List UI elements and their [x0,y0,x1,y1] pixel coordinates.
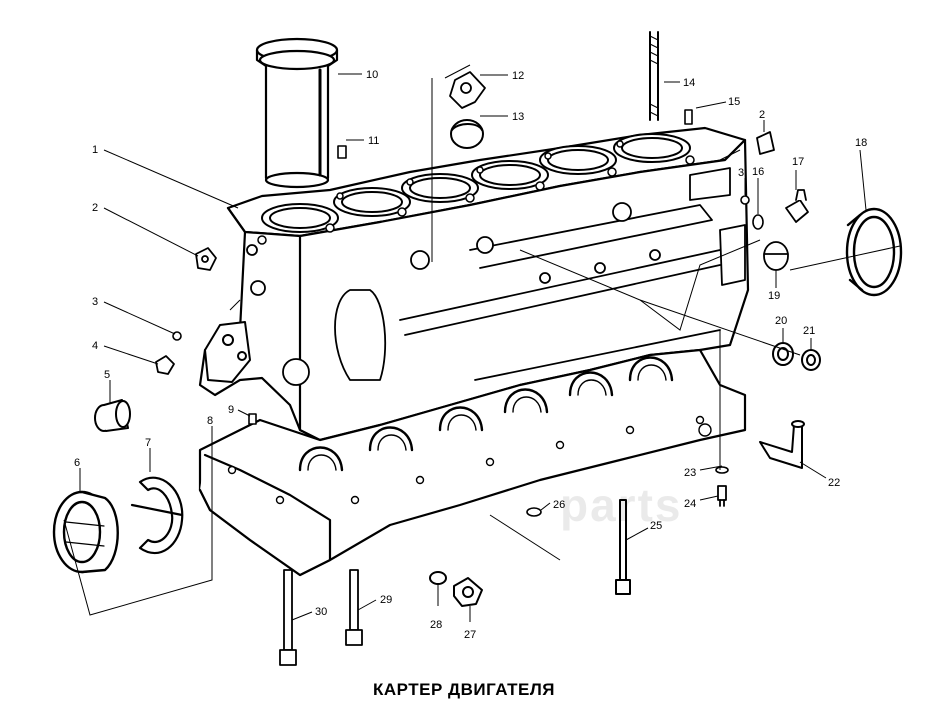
cylinder-liner-part [255,37,339,189]
callout-label: 28 [430,619,442,631]
callout-label: 19 [768,290,780,302]
expansion-plug-part [450,119,484,149]
callout-label: 15 [728,96,740,108]
bearing-shell-part [52,490,119,574]
base-bolt-holes [227,415,712,505]
block-side-details [246,167,746,386]
seal-ring-part [526,507,542,517]
callout-label: 12 [512,70,524,82]
deck-bolt-holes [257,140,695,245]
leader-lines [63,64,901,622]
callout-label: 30 [315,606,327,618]
callout-label: 24 [684,498,696,510]
short-bolt-part [717,485,727,507]
washer-part [801,349,821,371]
callout-label: 11 [368,135,379,147]
callout-label: 29 [380,594,392,606]
cover-plate-part [449,71,486,109]
cup-plug-part [763,241,789,271]
cylinder-bores [261,133,691,233]
main-bearing-saddles [298,356,674,472]
callout-label: 5 [104,369,110,381]
callout-label: 16 [752,166,764,178]
callout-label: 26 [553,499,565,511]
callout-label: 2 [92,202,98,214]
liner-pin-part [337,145,347,159]
callout-label: 23 [684,467,696,479]
callout-label: 10 [366,69,378,81]
callout-label: 8 [207,415,213,427]
cap-bolt-part [345,569,363,646]
fitting-part [785,189,809,223]
long-stud-part [649,31,659,121]
callout-label: 1 [92,144,98,156]
small-nut-part-top [740,195,750,205]
front-flange [204,321,251,383]
elbow-pipe-part [759,420,805,469]
callout-label: 13 [512,111,524,123]
diagram-caption: КАРТЕР ДВИГАТЕЛЯ [372,680,556,699]
plug-part-top [756,131,775,155]
crankcase-base [198,348,747,577]
callout-label: 4 [92,340,98,352]
ring-part [752,214,764,230]
callout-label: 21 [803,325,815,337]
callout-label: 6 [74,457,80,469]
callout-label: 3 [92,296,98,308]
watermark: parts [560,479,683,531]
callout-label: 25 [650,520,662,532]
callout-label: 27 [464,629,476,641]
callout-label: 17 [792,156,804,168]
dowel-part [684,109,693,125]
thrust-washer-part [130,476,184,555]
callout-label: 7 [145,437,151,449]
callout-labels: 1 2 2 3 3 4 5 6 7 8 9 10 11 12 13 14 15 … [74,69,867,641]
callout-label: 20 [775,315,787,327]
callout-label: 14 [683,77,695,89]
callout-label: 9 [228,404,234,416]
callout-label: 18 [855,137,867,149]
callout-label: 22 [828,477,840,489]
nut-part-left [195,247,217,271]
callout-label: 2 [759,109,765,121]
drain-plug-part [772,342,794,366]
bushing-part [94,399,131,432]
small-washer-part [715,466,729,474]
callout-label: 3 [738,167,744,179]
main-bolt-part [279,569,297,666]
long-bolt-part [615,499,631,595]
threaded-plug-part [453,577,483,607]
small-dowel-part [248,413,257,425]
hex-nut-part-left [155,355,175,375]
o-ring-part [429,571,447,585]
